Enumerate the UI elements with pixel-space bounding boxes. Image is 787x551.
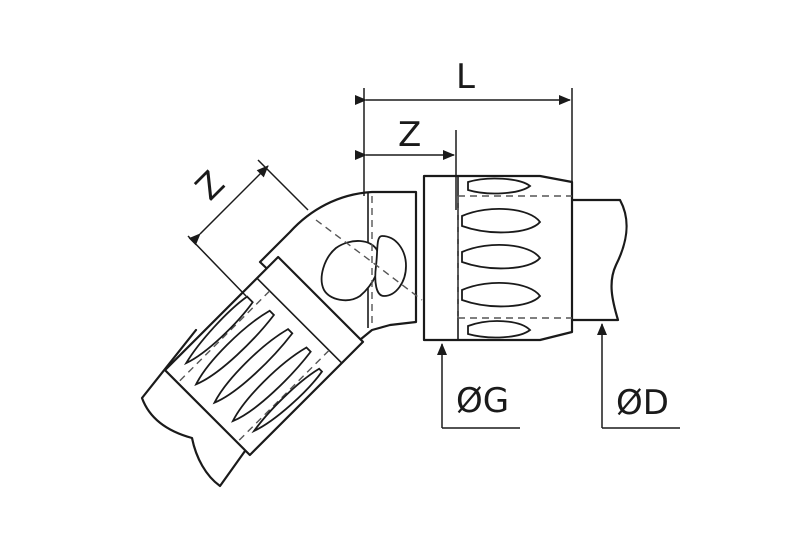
dimension-l: L	[355, 57, 573, 196]
elbow-body	[258, 190, 423, 350]
dimension-diameter-d: ØD	[597, 323, 680, 429]
label-diameter-g: ØG	[456, 381, 509, 421]
label-z-straight: Z	[398, 115, 421, 155]
dimension-z-straight: Z	[355, 115, 457, 210]
dimension-diameter-g: ØG	[437, 343, 520, 429]
right-nut	[422, 174, 574, 342]
label-z-angled: Z	[188, 164, 233, 209]
left-pipe	[140, 328, 252, 488]
left-nut	[163, 255, 365, 457]
label-diameter-d: ØD	[616, 383, 669, 423]
right-pipe	[568, 198, 628, 322]
label-l: L	[456, 57, 475, 97]
